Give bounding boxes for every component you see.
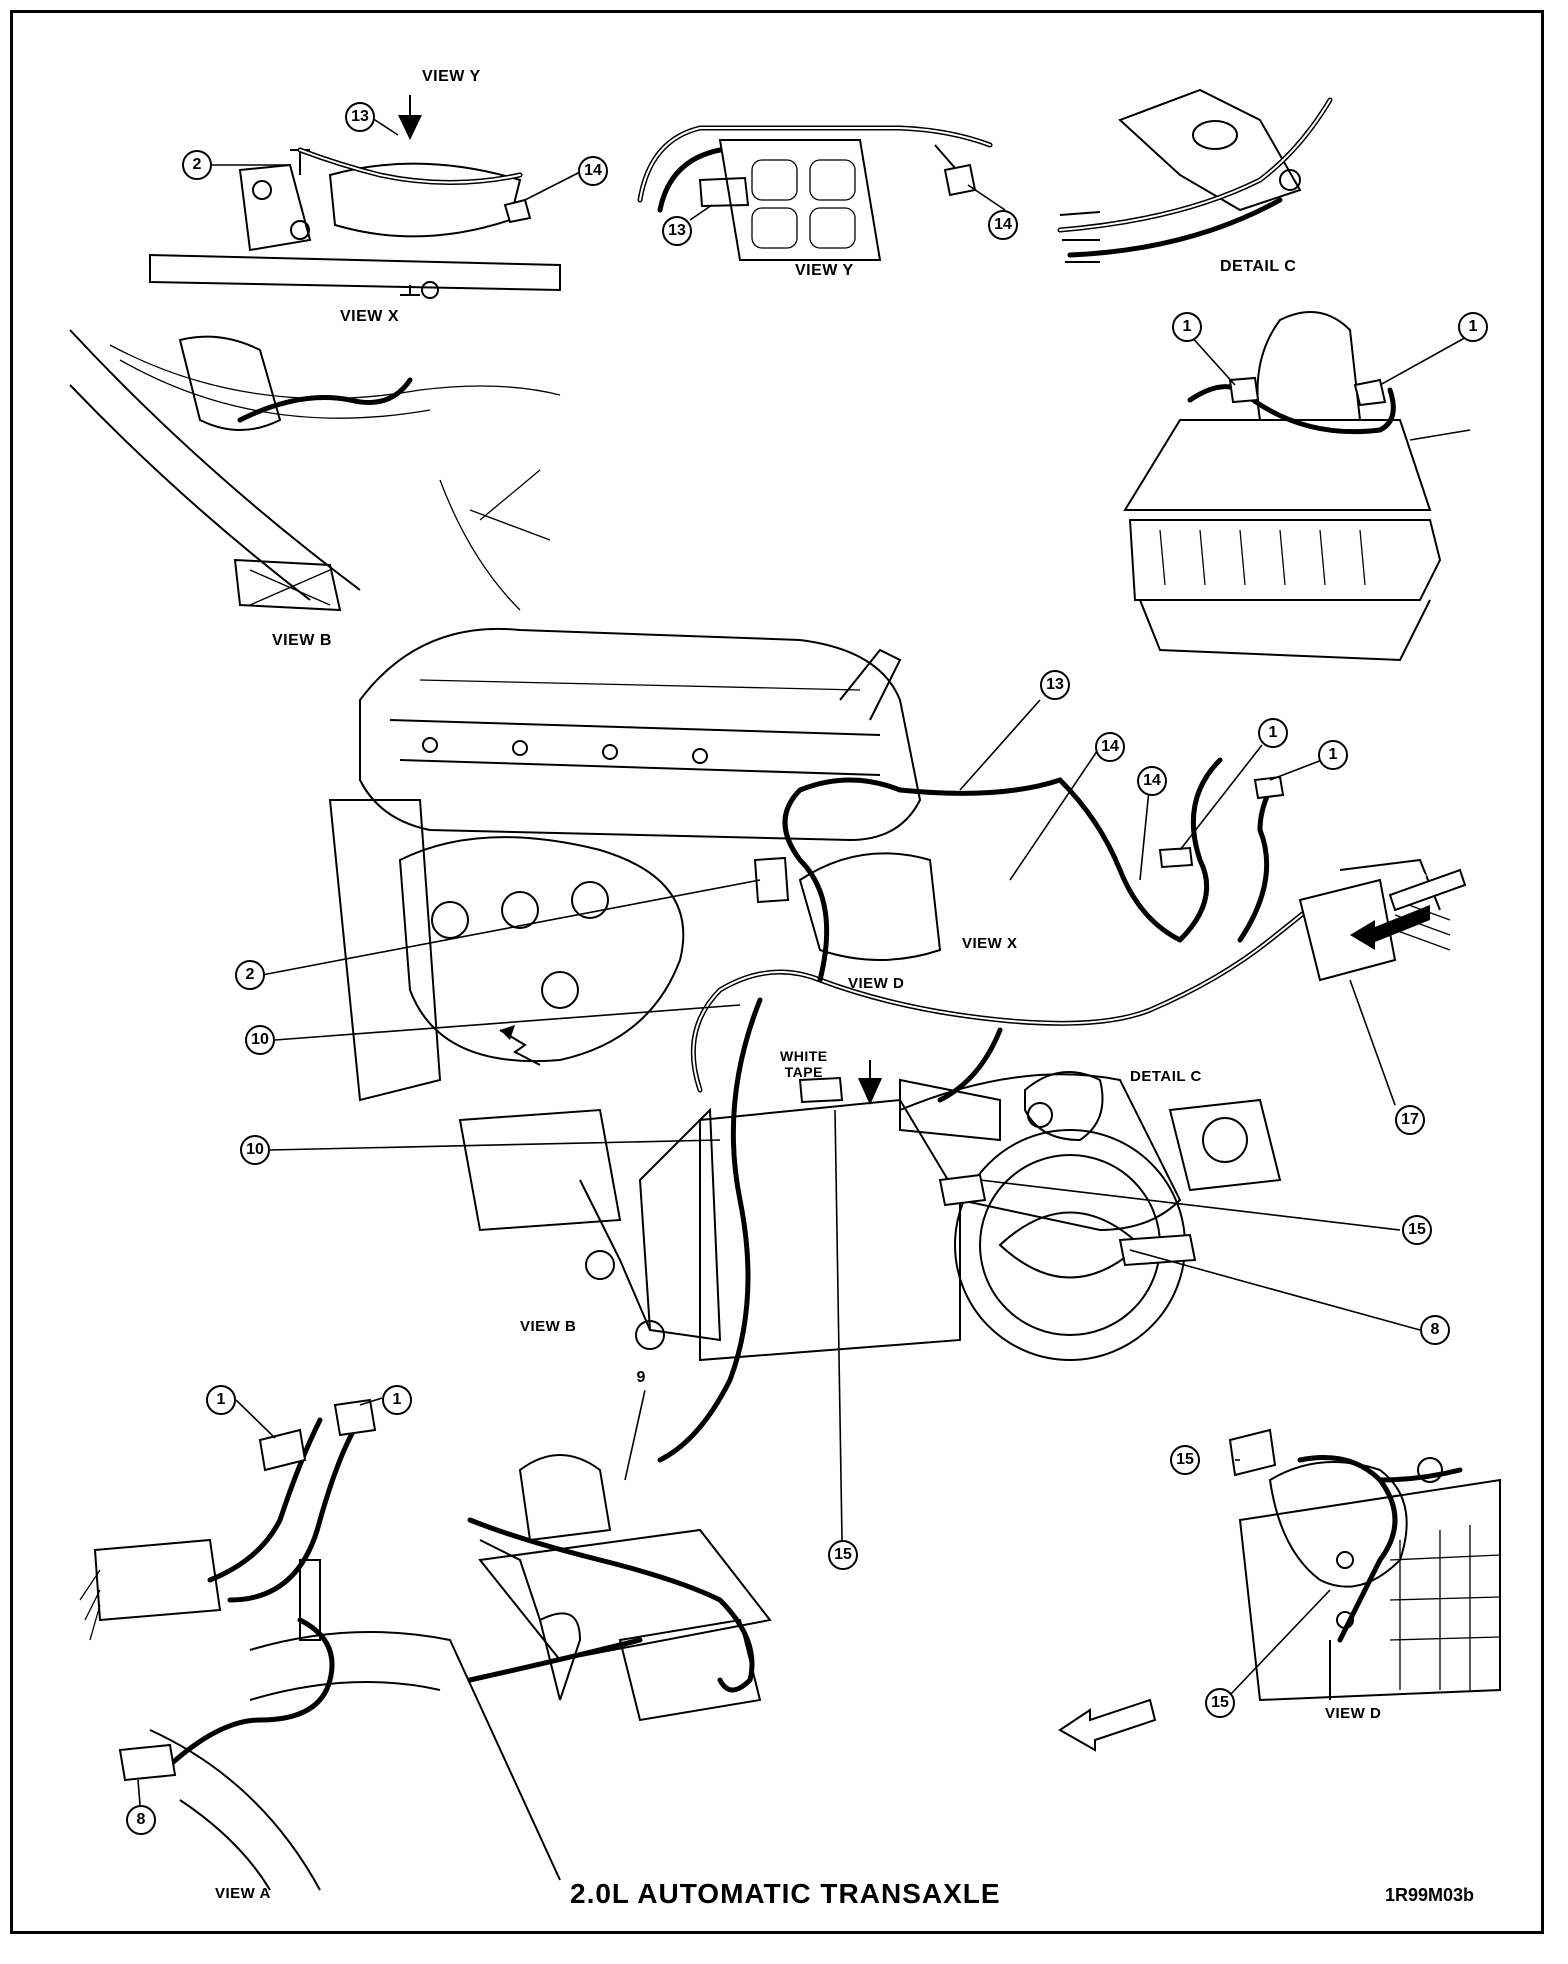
callout-9: 9 — [628, 1365, 654, 1391]
view-x-inset-drawing — [149, 95, 561, 299]
callout-13: 13 — [345, 102, 375, 132]
callout-10: 10 — [240, 1135, 270, 1165]
view-a-label: VIEW A — [215, 1885, 271, 1902]
ground-strap-area-drawing — [467, 1454, 772, 1722]
callout-15: 15 — [1402, 1215, 1432, 1245]
callout-14: 14 — [578, 156, 608, 186]
callout-1: 1 — [1318, 740, 1348, 770]
callout-1: 1 — [206, 1385, 236, 1415]
callout-1: 1 — [1258, 718, 1288, 748]
callout-2: 2 — [235, 960, 265, 990]
callout-1: 1 — [382, 1385, 412, 1415]
detail-c-main-label: DETAIL C — [1130, 1068, 1202, 1085]
view-b-main-label: VIEW B — [520, 1318, 577, 1335]
callout-13: 13 — [1040, 670, 1070, 700]
engine-direction-arrow — [1058, 1698, 1157, 1752]
callout-15: 15 — [828, 1540, 858, 1570]
callout-15: 15 — [1205, 1688, 1235, 1718]
callout-1: 1 — [1458, 312, 1488, 342]
view-d-label: VIEW D — [1325, 1705, 1382, 1722]
view-d-main-label: VIEW D — [848, 975, 905, 992]
drawing-code: 1R99M03b — [1385, 1885, 1475, 1905]
callout-leader-lines — [137, 117, 1471, 1806]
detail-c-label: DETAIL C — [1220, 258, 1297, 275]
engine-assembly-drawing — [328, 627, 1282, 1362]
callout-13: 13 — [662, 216, 692, 246]
detail-c-inset-drawing — [1057, 88, 1333, 263]
callout-8: 8 — [1420, 1315, 1450, 1345]
callout-8: 8 — [126, 1805, 156, 1835]
callout-1: 1 — [1172, 312, 1202, 342]
air-filter-inset-drawing — [1123, 311, 1442, 662]
white-tape-label: WHITE TAPE — [780, 1048, 828, 1080]
view-x-main-label: VIEW X — [962, 935, 1018, 952]
callout-14: 14 — [1137, 766, 1167, 796]
callout-15: 15 — [1170, 1445, 1200, 1475]
view-b-inset-drawing — [69, 329, 561, 612]
view-b-direction-arrow — [500, 1025, 515, 1040]
callout-2: 2 — [182, 150, 212, 180]
callout-14: 14 — [988, 210, 1018, 240]
view-y-label: VIEW Y — [795, 262, 854, 279]
view-y-top-label: VIEW Y — [422, 68, 481, 85]
drawing-border — [10, 10, 1544, 1934]
callout-17: 17 — [1395, 1105, 1425, 1135]
engine-harness-wires — [657, 757, 1451, 1463]
view-x-label: VIEW X — [340, 308, 400, 325]
view-a-inset-drawing — [79, 1398, 582, 1891]
diagram-title: 2.0L AUTOMATIC TRANSAXLE — [570, 1878, 1001, 1909]
view-a-direction-arrow — [1350, 905, 1430, 950]
view-b-inset-label: VIEW B — [272, 632, 332, 649]
view-d-inset-drawing — [1228, 1428, 1501, 1702]
callout-14: 14 — [1095, 732, 1125, 762]
view-y-inset-drawing — [637, 125, 993, 261]
callout-10: 10 — [245, 1025, 275, 1055]
